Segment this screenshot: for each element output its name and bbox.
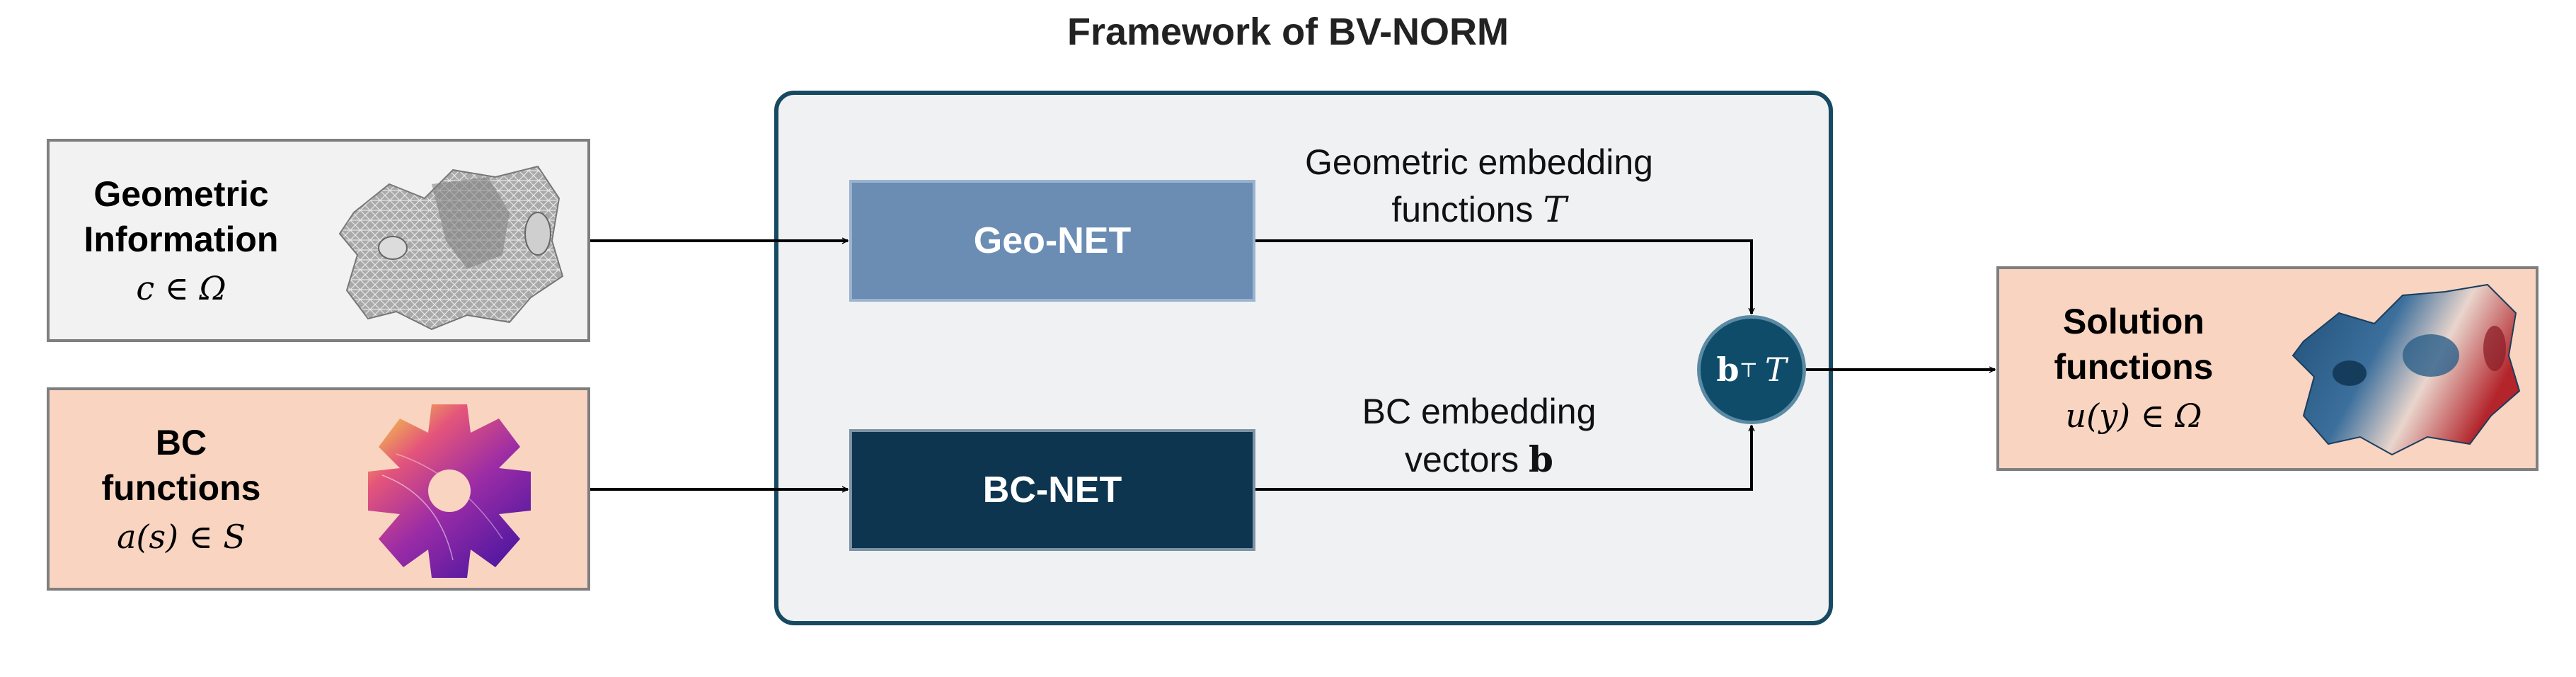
b-symbol: b (1529, 438, 1554, 480)
geometric-embedding-label: Geometric embedding functions T (1260, 139, 1698, 234)
geometric-information-box: Geometric Information c ∈ Ω (47, 139, 590, 342)
bc-functions-math: a(s) ∈ S (117, 518, 246, 556)
diagram-title: Framework of BV-NORM (1066, 11, 1510, 53)
arrow-bcnet-to-combiner (1255, 426, 1752, 491)
combiner-b: b (1716, 351, 1740, 389)
geometric-information-math: c ∈ Ω (136, 269, 226, 307)
geometry-mesh-image (338, 165, 564, 331)
bc-embedding-line2: vectors b (1404, 438, 1554, 480)
geo-net-block: Geo-NET (849, 180, 1255, 302)
bc-embedding-label: BC embedding vectors b (1260, 388, 1698, 484)
t-symbol: T (1543, 189, 1567, 230)
solution-functions-box: Solution functions u(y) ∈ Ω (1996, 266, 2538, 471)
bc-net-block: BC-NET (849, 429, 1255, 551)
bc-embedding-line1: BC embedding (1362, 392, 1597, 431)
solution-functions-math: u(y) ∈ Ω (2065, 397, 2202, 435)
bc-gear-heatmap-image (368, 404, 531, 578)
geometric-embedding-line2: functions T (1391, 189, 1567, 230)
solution-functions-label: Solution functions (2054, 302, 2214, 387)
combiner-transpose: ⊤ (1739, 358, 1758, 382)
combiner-t: T (1764, 351, 1787, 389)
combiner-node: b⊤T (1697, 315, 1806, 424)
geometric-embedding-line1: Geometric embedding (1305, 142, 1653, 182)
solution-field-image (2292, 283, 2521, 456)
arrow-geonet-to-combiner (1255, 239, 1752, 314)
bc-functions-box: BC functions a(s) ∈ S (47, 387, 590, 591)
bc-functions-label: BC functions (101, 423, 261, 508)
geometric-information-label: Geometric Information (84, 174, 279, 259)
